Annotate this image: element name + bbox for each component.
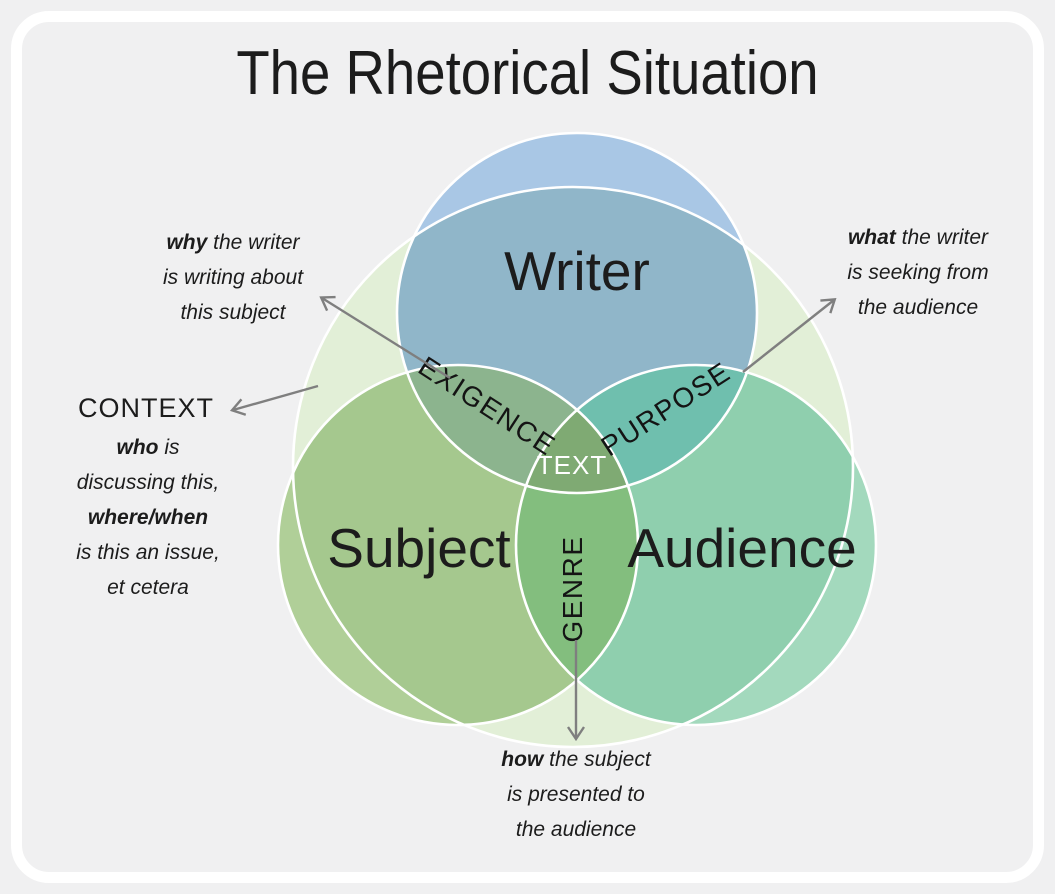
who-rest: is [158, 436, 180, 459]
audience-label: Audience [627, 517, 856, 579]
audience-circle-outline [514, 363, 878, 727]
what-bold: what [847, 226, 896, 249]
text-center-region [516, 365, 638, 493]
purpose-arrow [742, 300, 834, 373]
annotation-why-line3: this subject [180, 301, 286, 324]
subject-circle-outline [276, 363, 640, 727]
annotation-who-line4: is this an issue, [76, 541, 220, 564]
text-label: TEXT [537, 450, 607, 480]
why-rest: the writer [207, 231, 300, 254]
annotation-who: who is discussing this, where/when is th… [76, 430, 220, 605]
annotation-why-line2: is writing about [162, 266, 304, 289]
page-title: The Rhetorical Situation [236, 39, 819, 108]
how-bold: how [501, 748, 544, 771]
who-bold: who [116, 436, 159, 459]
wherewhen-bold: where/when [87, 506, 209, 529]
annotation-who-line2: discussing this, [76, 471, 220, 494]
writer-label: Writer [504, 240, 650, 302]
annotation-why-line1: why the writer [163, 225, 303, 260]
exigence-arrow [322, 298, 451, 380]
context-arrow [233, 384, 319, 410]
annotation-how: how the subject is presented to the audi… [501, 742, 650, 847]
annotation-how-line2: is presented to [507, 783, 645, 806]
what-rest: the writer [895, 226, 989, 249]
annotation-what: what the writer is seeking from the audi… [847, 220, 988, 325]
annotation-why: why the writer is writing about this sub… [163, 225, 303, 330]
annotation-what-line1: what the writer [847, 220, 988, 255]
annotation-what-line3: the audience [857, 296, 979, 319]
genre-label: GENRE [557, 535, 588, 642]
writer-circle-outline [395, 131, 759, 495]
annotation-who-line3: where/when [76, 500, 220, 535]
subject-label: Subject [327, 517, 510, 579]
how-rest: the subject [543, 748, 651, 771]
annotation-how-line3: the audience [515, 818, 637, 841]
context-circle-outline [291, 185, 855, 749]
why-bold: why [166, 231, 208, 254]
context-label: CONTEXT [77, 393, 215, 423]
annotation-what-line2: is seeking from [847, 261, 989, 284]
annotation-who-line1: who is [76, 430, 220, 465]
annotation-who-line5: et cetera [107, 576, 189, 599]
annotation-how-line1: how the subject [501, 742, 650, 777]
